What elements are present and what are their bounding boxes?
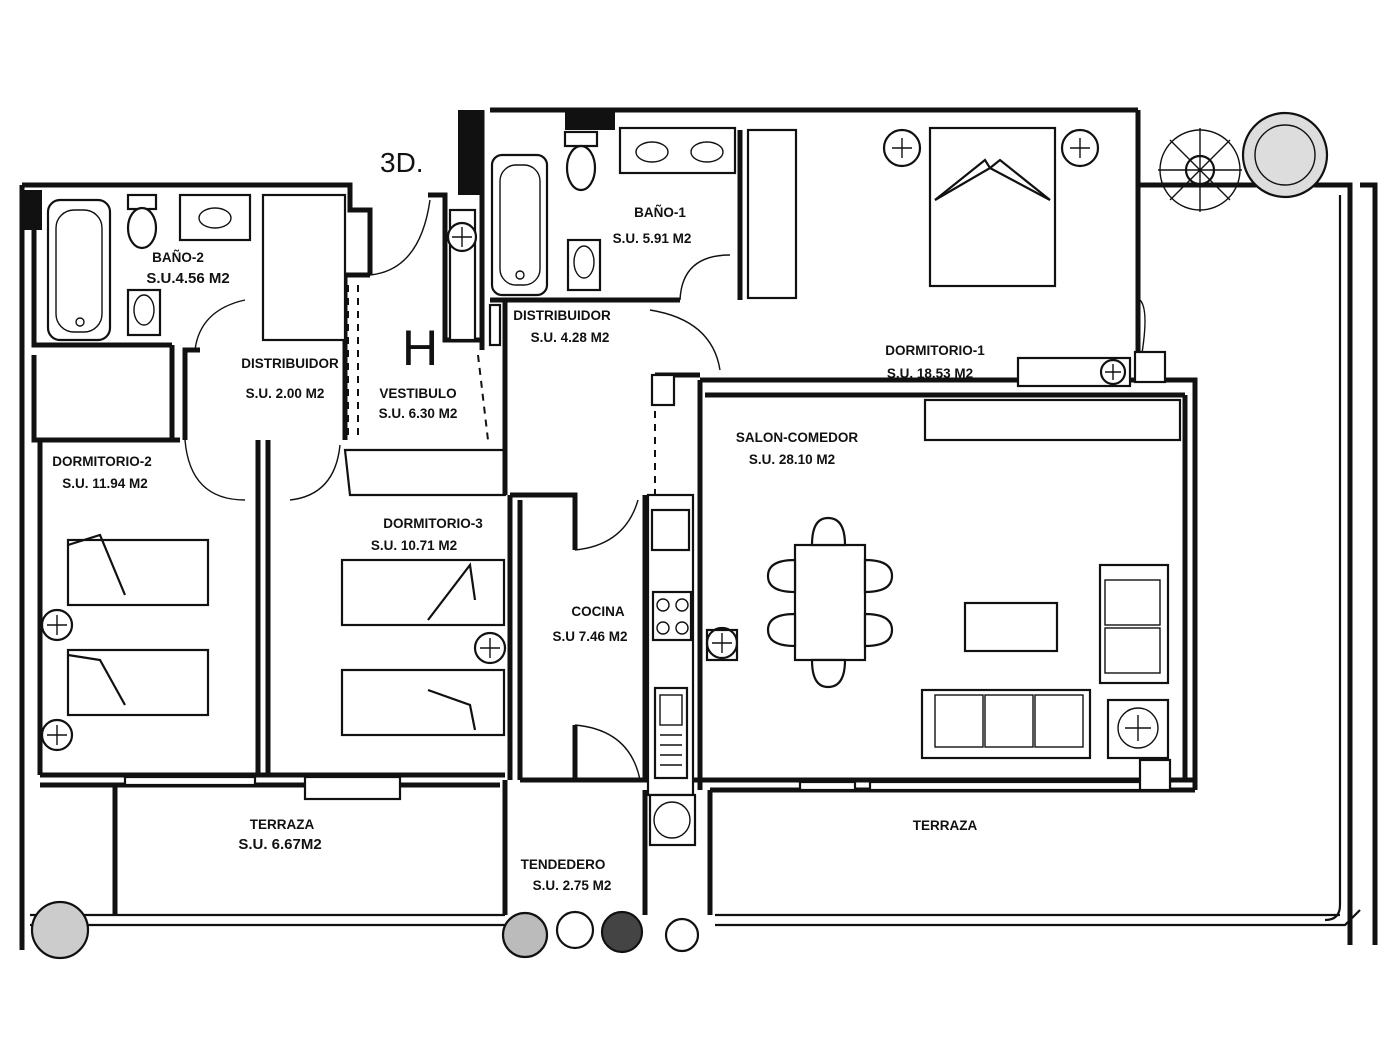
room-area-bano-1: S.U. 5.91 M2 — [613, 231, 692, 246]
beds — [40, 126, 1100, 752]
room-labels: BAÑO-2 S.U.4.56 M2 BAÑO-1 S.U. 5.91 M2 D… — [52, 205, 985, 893]
room-area-salon-comedor: S.U. 28.10 M2 — [749, 452, 835, 467]
room-name-tendedero: TENDEDERO — [521, 857, 606, 872]
room-name-dormitorio-2: DORMITORIO-2 — [52, 454, 152, 469]
room-area-dormitorio-2: S.U. 11.94 M2 — [62, 476, 148, 491]
entrance-mark: H — [402, 320, 438, 376]
living-furniture — [650, 350, 1172, 792]
windows — [22, 110, 1182, 801]
room-name-salon-comedor: SALON-COMEDOR — [736, 430, 858, 445]
room-name-dormitorio-1: DORMITORIO-1 — [885, 343, 985, 358]
bathroom-fixtures — [46, 126, 737, 342]
room-area-cocina: S.U 7.46 M2 — [552, 629, 627, 644]
room-name-bano-2: BAÑO-2 — [152, 250, 204, 265]
room-name-bano-1: BAÑO-1 — [634, 205, 686, 220]
room-area-bano-2: S.U.4.56 M2 — [146, 270, 229, 287]
walls — [19, 107, 1378, 950]
room-name-terraza-left: TERRAZA — [250, 817, 315, 832]
room-name-distribuidor-center: DISTRIBUIDOR — [513, 308, 611, 323]
plan-code: 3D. — [380, 147, 424, 178]
room-name-dormitorio-3: DORMITORIO-3 — [383, 516, 483, 531]
room-name-distribuidor-left: DISTRIBUIDOR — [241, 356, 339, 371]
room-area-dormitorio-1: S.U. 18.53 M2 — [887, 366, 973, 381]
doors — [184, 199, 1146, 781]
room-name-cocina: COCINA — [571, 604, 624, 619]
room-area-terraza-left: S.U. 6.67M2 — [238, 836, 321, 853]
room-area-tendedero: S.U. 2.75 M2 — [533, 878, 612, 893]
room-name-vestibulo: VESTIBULO — [379, 386, 456, 401]
kitchen-fixtures — [446, 221, 739, 847]
room-area-distribuidor-left: S.U. 2.00 M2 — [246, 386, 325, 401]
plants — [30, 111, 1329, 960]
room-name-terraza-right: TERRAZA — [913, 818, 978, 833]
room-area-vestibulo: S.U. 6.30 M2 — [379, 406, 458, 421]
room-area-distribuidor-center: S.U. 4.28 M2 — [531, 330, 610, 345]
room-area-dormitorio-3: S.U. 10.71 M2 — [371, 538, 457, 553]
